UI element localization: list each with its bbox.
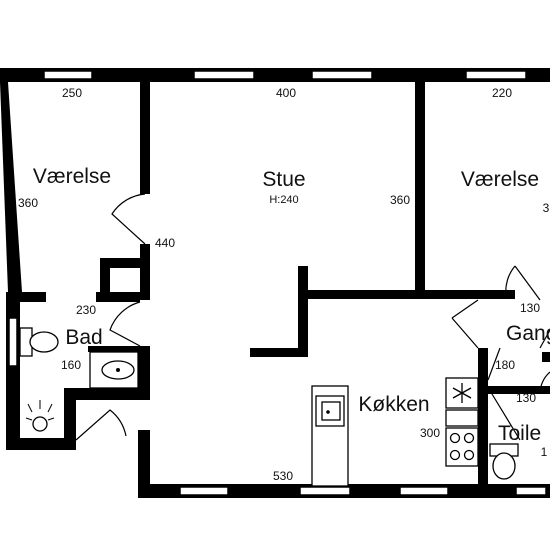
door-swing <box>111 193 146 245</box>
room-label: Køkken <box>358 393 429 416</box>
room-label: Værelse <box>33 165 111 188</box>
dimension-label: 400 <box>276 86 296 100</box>
window <box>179 486 229 496</box>
dimension-label: 360 <box>18 196 38 210</box>
window <box>299 486 351 496</box>
dimension-label: 3 <box>543 201 550 215</box>
dimension-label: 300 <box>420 426 440 440</box>
dimension-label: 1 <box>541 445 548 459</box>
dimension-label: 360 <box>390 193 410 207</box>
ceiling-height-label: H:240 <box>269 194 298 206</box>
room-label: Bad <box>65 326 102 349</box>
sink-fixture <box>89 351 139 389</box>
dimension-label: 250 <box>62 86 82 100</box>
toilet-fixture <box>19 327 59 357</box>
dimension-label: 220 <box>492 86 512 100</box>
door-swing <box>491 371 550 441</box>
toilet-fixture <box>489 443 519 480</box>
door-swing <box>75 409 127 441</box>
window <box>311 70 373 80</box>
fixtures <box>19 327 519 487</box>
window <box>193 70 255 80</box>
door-swing <box>451 299 479 349</box>
stove <box>445 427 479 467</box>
windows <box>8 70 547 496</box>
door-swing <box>505 265 541 301</box>
window <box>465 70 527 80</box>
dimension-label: 130 <box>520 301 540 315</box>
shower-fixture <box>25 400 55 432</box>
window <box>515 486 547 496</box>
snowflake-icon <box>452 383 472 403</box>
kitchen-counter <box>311 385 349 487</box>
dimension-label: 230 <box>76 303 96 317</box>
window <box>8 317 18 367</box>
door-swing <box>487 329 550 381</box>
dimension-label: 530 <box>273 469 293 483</box>
dimension-label: 160 <box>61 358 81 372</box>
room-label: Toile <box>498 422 541 445</box>
room-label: Stue <box>262 168 305 191</box>
dimension-label: 440 <box>155 236 175 250</box>
room-label: Værelse <box>461 168 539 191</box>
labels: 250 400 220 Værelse 360 Stue H:240 360 4… <box>18 86 550 483</box>
door-swing <box>109 301 141 347</box>
doors <box>75 193 550 441</box>
dimension-label: 180 <box>495 358 515 372</box>
dimension-label: 130 <box>516 391 536 405</box>
kitchen-appliances <box>445 377 479 467</box>
room-label: Gang <box>506 322 550 345</box>
window <box>43 70 93 80</box>
window <box>399 486 449 496</box>
